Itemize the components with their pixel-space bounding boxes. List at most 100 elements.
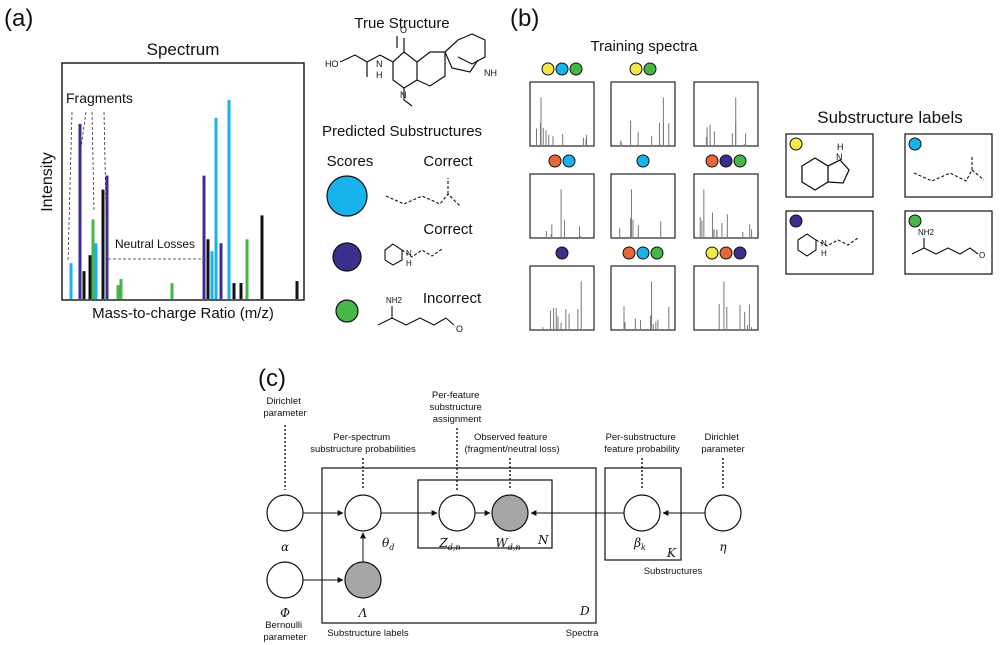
atom-n-ring: N: [400, 90, 407, 100]
substructure-dot-orange: [622, 246, 636, 260]
spectrum-peak: [101, 189, 105, 299]
training-spectrum: [693, 246, 759, 331]
atom-n-amide: N: [376, 59, 383, 69]
node-theta: [344, 494, 382, 532]
atom-h-amide: H: [376, 70, 383, 80]
label-card-indole: [801, 157, 850, 191]
label-card-dot-yellow: [789, 137, 803, 151]
symbol-phi: Φ: [280, 606, 290, 620]
training-spectrum-frame: [610, 81, 676, 147]
prediction-result-2: Correct: [423, 221, 473, 238]
training-spectrum-frame: [529, 173, 595, 239]
spectrum-peak: [202, 175, 206, 299]
substructure-dot-cyan: [555, 62, 569, 76]
node-z: [438, 494, 476, 532]
atom-n-indole-card: N: [836, 152, 843, 162]
node-w-observed: [491, 494, 529, 532]
node-alpha: [266, 494, 304, 532]
annotation-observed: Observed feature (fragment/neutral loss): [464, 432, 559, 455]
spectrum-peak: [78, 123, 82, 299]
plate-label-n: N: [537, 533, 549, 547]
spectrum-peak: [116, 285, 120, 299]
training-spectra-title: Training spectra: [591, 38, 699, 55]
prediction-result-3: Incorrect: [423, 290, 482, 307]
symbol-eta: η: [719, 540, 727, 554]
spectrum-peak: [88, 255, 92, 299]
annotation-dirichlet-left: Dirichlet parameter: [263, 396, 306, 419]
spectrum-peak: [94, 243, 98, 299]
substructure-dot-green: [569, 62, 583, 76]
plate-spectra: [321, 467, 597, 624]
neutral-losses-label: Neutral Losses: [115, 237, 195, 251]
substructure-dot-cyan: [562, 154, 576, 168]
label-card-aminoaldehyde: [911, 238, 979, 255]
atom-n-pred2: N: [406, 249, 412, 258]
annotation-bernoulli: Bernoulli parameter: [263, 620, 306, 643]
panel-a: (a) Spectrum Fragments Neutral Losses In…: [4, 5, 497, 334]
node-lambda-observed: [344, 561, 382, 599]
node-phi: [266, 561, 304, 599]
annotation-spectra: Spectra: [566, 628, 599, 639]
predicted-title: Predicted Substructures: [322, 123, 482, 140]
prediction-substructure-1: [385, 178, 461, 207]
true-structure-molecule: [339, 33, 486, 107]
training-spectrum-frame: [610, 173, 676, 239]
symbol-theta: θd: [382, 536, 394, 552]
prediction-substructure-3: [377, 306, 455, 326]
training-spectrum: [610, 62, 676, 147]
node-beta: [623, 494, 661, 532]
score-circle-large: [326, 175, 368, 217]
substructure-dot-navy: [719, 154, 733, 168]
annotation-dirichlet-right: Dirichlet parameter: [701, 432, 744, 455]
annotation-leaders: [284, 425, 724, 490]
spectrum-title: Spectrum: [147, 40, 220, 59]
atom-nh-indole: NH: [484, 68, 497, 78]
atom-h-aniline-card: H: [821, 249, 827, 258]
score-circle-medium: [332, 242, 362, 272]
label-card-frame: [904, 210, 993, 275]
annotation-per-substructure: Per-substructure feature probability: [604, 432, 680, 455]
spectrum-peak: [227, 100, 231, 299]
substructure-dot-green: [643, 62, 657, 76]
spectrum-peak: [105, 175, 109, 299]
label-card-dot-green: [908, 214, 922, 228]
training-spectrum: [610, 154, 676, 239]
node-eta: [704, 494, 742, 532]
plate-label-k: K: [666, 546, 677, 560]
spectrum-peak: [245, 239, 249, 299]
substructure-label-cards: [785, 133, 993, 275]
spectrum-peak: [91, 219, 95, 299]
training-spectrum: [610, 246, 676, 331]
spectrum-peak: [170, 283, 174, 299]
prediction-result-1: Correct: [423, 153, 473, 170]
atom-nh2-pred3: NH2: [386, 296, 403, 305]
fragments-label: Fragments: [66, 90, 133, 106]
training-spectrum-frame: [529, 81, 595, 147]
label-card-aniline: [797, 233, 859, 257]
prediction-substructure-2: [384, 243, 443, 266]
substructure-dot-orange: [548, 154, 562, 168]
annotation-substructure-labels: Substructure labels: [327, 628, 409, 639]
substructure-dot-yellow: [629, 62, 643, 76]
graph-edges: [303, 510, 705, 583]
spectrum-peak: [210, 251, 214, 299]
substructure-dot-yellow: [541, 62, 555, 76]
label-card-frame: [785, 133, 874, 198]
label-card-frame: [785, 210, 874, 275]
prediction-row-1: Correct: [326, 153, 473, 217]
spectrum-peak: [239, 283, 243, 299]
symbol-alpha: α: [281, 540, 289, 554]
panel-c: (c) D N K: [258, 365, 745, 643]
atom-o-card: O: [979, 251, 985, 260]
y-axis-label: Intensity: [39, 152, 56, 212]
spectrum-peak: [214, 117, 218, 299]
atom-h-pred2: H: [406, 259, 412, 268]
atom-n-aniline-card: N: [821, 239, 827, 248]
training-spectrum: [693, 81, 759, 147]
spectrum-peaks: [69, 100, 299, 299]
training-spectrum-frame: [610, 265, 676, 331]
spectrum-peak: [69, 263, 73, 299]
label-card-frame: [904, 133, 993, 198]
spectrum-peak: [219, 243, 223, 299]
panel-a-letter: (a): [4, 5, 33, 32]
